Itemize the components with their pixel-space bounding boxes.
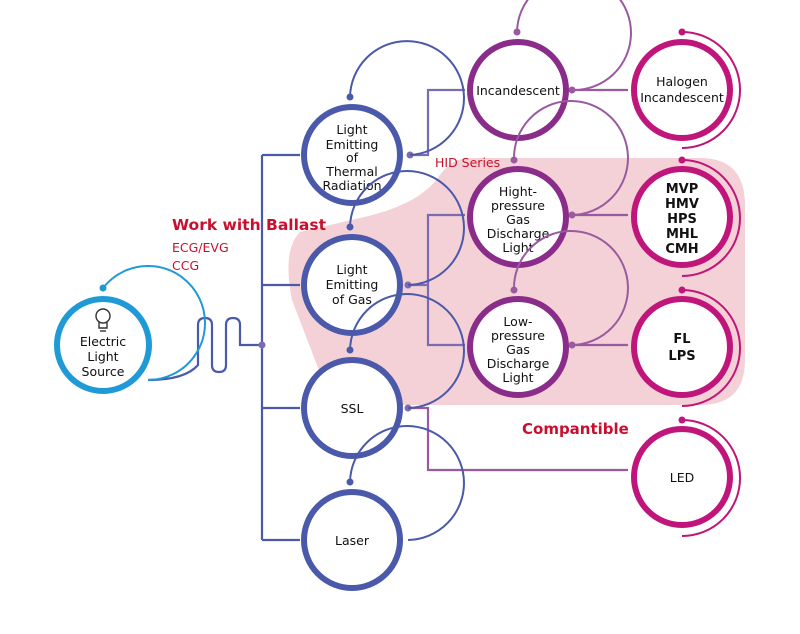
node-label: MHL (666, 227, 698, 242)
node-label: Discharge (487, 226, 550, 241)
node-label: Thermal (325, 164, 377, 179)
node-label: HMV (665, 197, 699, 212)
node-label: Light (502, 370, 533, 385)
hid-series-label: HID Series (435, 155, 500, 170)
node-label: Light (502, 240, 533, 255)
node-label: Hight- (499, 184, 537, 199)
node-label: Discharge (487, 356, 550, 371)
node-halogen-incandescent: Halogen Incandescent (631, 28, 741, 149)
node-label: Halogen (656, 74, 708, 89)
electric-label-2: Light (87, 349, 118, 364)
gas-to-lpgd (426, 285, 465, 347)
node-incandescent: Incandescent (467, 0, 632, 141)
node-label: MVP (666, 182, 699, 197)
node-label: Gas (506, 212, 530, 227)
node-label: SSL (341, 401, 364, 416)
node-label: Emitting (326, 137, 379, 152)
ballast-ccg: CCG (172, 258, 199, 273)
node-label: Radiation (322, 178, 381, 193)
node-label: LED (670, 470, 695, 485)
thermal-to-incandescent (410, 88, 465, 157)
node-label: FL (673, 332, 690, 347)
node-label: CMH (665, 242, 698, 257)
ssl-to-led (408, 406, 628, 472)
ballast-ecg-evg: ECG/EVG (172, 240, 229, 255)
node-label: Laser (335, 533, 370, 548)
electric-label-3: Source (82, 364, 125, 379)
node-laser: Laser (301, 425, 465, 591)
node-fl-lps: FL LPS (631, 286, 741, 407)
node-ssl: SSL (301, 293, 465, 459)
electric-label-1: Electric (80, 334, 126, 349)
node-electric-light-source: Electric Light Source (54, 265, 206, 394)
node-low-pressure-gas-discharge: Low- pressure Gas Discharge Light (467, 230, 629, 398)
node-label: Gas (506, 342, 530, 357)
compatible-label: Compantible (522, 420, 629, 438)
compatible-highlight-region (288, 158, 745, 405)
serpentine-connector (147, 316, 262, 382)
node-mvp-hmv-hps-mhl-cmh: MVP HMV HPS MHL CMH (631, 156, 741, 277)
node-label: Light (336, 262, 367, 277)
node-label: of (346, 150, 359, 165)
node-label: Low- (503, 314, 532, 329)
node-label: of Gas (332, 292, 372, 307)
node-led: LED (631, 416, 741, 537)
node-label: Incandescent (640, 90, 724, 105)
node-label: Light (336, 122, 367, 137)
node-label: pressure (491, 328, 545, 343)
node-label: Incandescent (476, 83, 560, 98)
node-label: Emitting (326, 277, 379, 292)
ballast-title: Work with Ballast (172, 216, 327, 234)
node-label: LPS (668, 349, 695, 364)
light-bulb-icon (95, 308, 111, 332)
node-label: HPS (667, 212, 697, 227)
node-label: pressure (491, 198, 545, 213)
